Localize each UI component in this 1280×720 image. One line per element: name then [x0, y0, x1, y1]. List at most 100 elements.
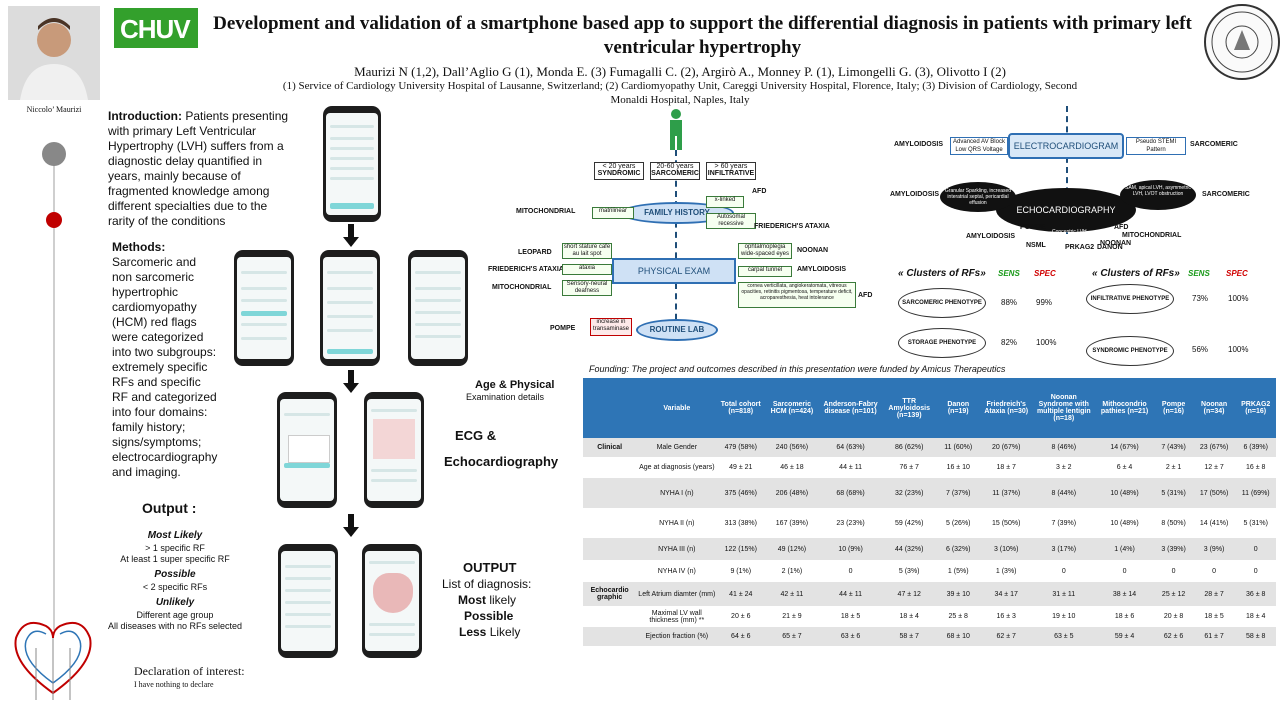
phone-mockup-family: [320, 250, 380, 366]
table-group-cell: Clinical: [583, 438, 637, 457]
pompe-label-2: POMPE: [1020, 224, 1046, 231]
table-cell: 59 (42%): [881, 508, 937, 538]
table-cell: 2 ± 1: [1154, 457, 1193, 478]
table-cell: 14 (41%): [1192, 508, 1236, 538]
table-row: NYHA II (n)313 (38%)167 (39%)23 (23%)59 …: [583, 508, 1276, 538]
spec-header-right: SPEC: [1226, 269, 1248, 278]
age-lt20: < 20 years: [602, 163, 636, 170]
table-cell: 240 (56%): [764, 438, 820, 457]
table-cell: 18 ± 6: [1094, 606, 1155, 627]
unlikely-criterion-2: All diseases with no RFs selected: [107, 621, 243, 631]
syndromic: SYNDROMIC: [597, 170, 641, 177]
most-likely-criterion-2: At least 1 super specific RF: [120, 554, 230, 564]
intro-text: Patients presenting with primary Left Ve…: [108, 109, 289, 228]
table-header-cell: Friedreich's Ataxia (n=30): [979, 378, 1033, 438]
table-cell: 65 ± 7: [764, 627, 820, 646]
table-cell: 76 ± 7: [881, 457, 937, 478]
arrowhead-icon: [343, 527, 359, 537]
amyloidosis-a: AMYLOIDOSIS: [894, 141, 944, 148]
echo-label: Echocardiography: [444, 454, 559, 469]
mitochondrial-label-3: MITOCHONDRIAL: [1122, 232, 1182, 239]
table-cell: 20 ± 8: [1154, 606, 1193, 627]
table-variable-cell: NYHA II (n): [636, 508, 718, 538]
table-cell: 47 ± 12: [881, 582, 937, 606]
table-cell: 63 ± 6: [819, 627, 882, 646]
table-cell: 6 (32%): [936, 538, 980, 560]
pompe-label-1: POMPE: [550, 325, 576, 332]
table-header-cell: Anderson-Fabry disease (n=101): [819, 378, 882, 438]
table-cell: 10 (48%): [1094, 508, 1155, 538]
arrowhead-icon: [343, 237, 359, 247]
likely-word-2: Likely: [489, 625, 521, 639]
table-cell: 46 ± 18: [764, 457, 820, 478]
table-group-cell: [583, 478, 637, 508]
table-cell: 10 (48%): [1094, 478, 1155, 508]
table-cell: 313 (38%): [717, 508, 765, 538]
table-group-cell: [583, 560, 637, 582]
pseudo-stemi-box: Pseudo STEMI Pattern: [1126, 137, 1186, 155]
intro-label: Introduction:: [108, 109, 182, 123]
cluster-sarcomeric-sens: 88%: [1001, 298, 1018, 307]
mitochondrial-label-1: MITOCHONDRIAL: [516, 208, 576, 215]
cluster-infiltrative-sens: 73%: [1192, 294, 1209, 303]
noonan-label-1: NOONAN: [797, 247, 829, 254]
cluster-sarcomeric: SARCOMERIC PHENOTYPE: [898, 288, 986, 318]
table-cell: 49 ± 21: [717, 457, 765, 478]
autosomal-box: Autosomal recessive: [706, 213, 756, 229]
cluster-storage-sens: 82%: [1001, 338, 1018, 347]
amyloidosis-label-1: AMYLOIDOSIS: [797, 266, 847, 273]
table-cell: 63 ± 5: [1032, 627, 1095, 646]
cluster-syndromic-sens: 56%: [1192, 345, 1209, 354]
mitochondrial-label-2: MITOCHONDRIAL: [492, 284, 552, 291]
table-cell: 16 ± 3: [979, 606, 1033, 627]
table-cell: 25 ± 8: [936, 606, 980, 627]
cornea-box: cornea verticillata, angiokeratomata, vi…: [738, 282, 856, 308]
ataxia-box: ataxia: [562, 264, 612, 275]
authors: Maurizi N (1,2), Dall’Aglio G (1), Monda…: [354, 64, 1006, 79]
possible-label: Possible: [154, 569, 196, 580]
affiliations: (1) Service of Cardiology University Hos…: [282, 80, 1078, 106]
unlikely-label: Unlikely: [155, 597, 195, 608]
nsml-label: NSML: [1026, 242, 1046, 249]
table-cell: 122 (15%): [717, 538, 765, 560]
ecg-label: ECG &: [455, 428, 497, 443]
less-word: Less: [459, 625, 487, 639]
table-cell: 18 ± 7: [979, 457, 1033, 478]
output-heading: Output :: [142, 500, 197, 516]
friedreich-label-1: FRIEDERICH'S ATAXIA: [754, 223, 830, 230]
table-cell: 44 ± 11: [819, 457, 882, 478]
table-cell: 16 ± 10: [936, 457, 980, 478]
table-cell: 6 (39%): [1235, 438, 1276, 457]
short-stature-box: short stature cafe au lait spot: [562, 243, 612, 259]
table-cell: 68 ± 10: [936, 627, 980, 646]
table-group-cell: [583, 508, 637, 538]
electrocardiogram-node: ELECTROCARDIOGRAM: [1008, 133, 1124, 159]
table-cell: 8 (46%): [1032, 438, 1095, 457]
table-header-cell: [583, 378, 637, 438]
likely-word: likely: [489, 593, 517, 607]
flow-dashed-line: [675, 150, 677, 330]
table-cell: 49 (12%): [764, 538, 820, 560]
sarcomeric-b: SARCOMERIC: [1202, 191, 1250, 198]
timeline-dot-red: [46, 212, 62, 228]
concentric-label: Concentric LVH: [1052, 229, 1087, 235]
table-variable-cell: Left Atrium diamter (mm): [636, 582, 718, 606]
table-cell: 17 (50%): [1192, 478, 1236, 508]
echocardiography-node: ECHOCARDIOGRAPHY: [996, 188, 1136, 232]
table-cell: 58 ± 7: [881, 627, 937, 646]
table-group-cell: [583, 538, 637, 560]
ecg-dashed-line: [1066, 106, 1068, 234]
table-cell: 25 ± 12: [1154, 582, 1193, 606]
cluster-infiltrative: INFILTRATIVE PHENOTYPE: [1086, 284, 1174, 314]
afd-label-1: AFD: [752, 188, 767, 195]
most-likely-label: Most Likely: [147, 530, 203, 541]
table-cell: 23 (67%): [1192, 438, 1236, 457]
table-variable-cell: Ejection fraction (%): [636, 627, 718, 646]
table-cell: 206 (48%): [764, 478, 820, 508]
table-cell: 18 ± 4: [1235, 606, 1276, 627]
table-cell: 0: [819, 560, 882, 582]
